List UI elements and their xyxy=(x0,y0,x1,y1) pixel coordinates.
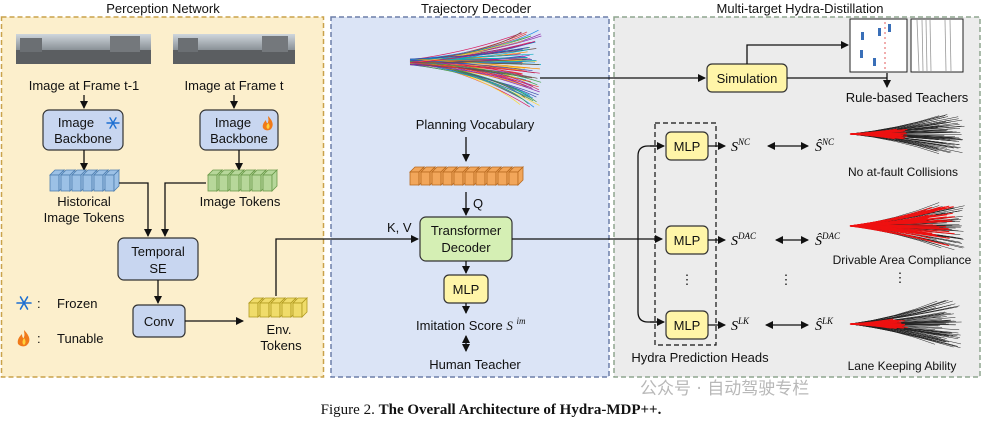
lk-teacher-trajectories xyxy=(849,300,962,349)
svg-text:Backbone: Backbone xyxy=(210,131,268,146)
svg-text:MLP: MLP xyxy=(674,318,701,333)
svg-text:Backbone: Backbone xyxy=(54,131,112,146)
vocabulary-trajectory xyxy=(409,61,542,83)
snowflake-icon xyxy=(106,117,120,129)
vocabulary-trajectory xyxy=(409,61,530,98)
frame-prev-label: Image at Frame t-1 xyxy=(29,78,140,93)
vocabulary-trajectory xyxy=(409,57,528,60)
vocabulary-trajectory xyxy=(409,63,533,89)
hydra-heads-label: Hydra Prediction Heads xyxy=(631,350,769,365)
high-score-trajectory xyxy=(849,323,903,329)
lk-teacher-label: Lane Keeping Ability xyxy=(848,359,957,373)
frame-curr-label: Image at Frame t xyxy=(185,78,284,93)
frozen-image-backbone: Image Backbone xyxy=(42,109,124,151)
svg-text:Conv: Conv xyxy=(144,314,175,329)
nc-teacher-label: No at-fault Collisions xyxy=(848,165,958,179)
svg-text:Temporal: Temporal xyxy=(131,244,185,259)
distill-title: Multi-target Hydra-Distillation xyxy=(717,1,884,16)
ellipsis-mlp: ⋮ xyxy=(681,272,694,287)
image-tokens-label: Image Tokens xyxy=(200,194,281,209)
dac-teacher-trajectories xyxy=(849,202,965,251)
historical-tokens-label-line2: Image Tokens xyxy=(44,210,125,225)
perception-title: Perception Network xyxy=(106,1,220,16)
svg-text:Simulation: Simulation xyxy=(717,71,778,86)
svg-text::: : xyxy=(37,296,41,311)
vocabulary-tokens xyxy=(409,166,524,186)
human-teacher-label: Human Teacher xyxy=(429,357,521,372)
vocabulary-trajectory xyxy=(409,62,531,82)
svg-text:Transformer: Transformer xyxy=(431,223,502,238)
high-score-trajectory xyxy=(849,225,933,242)
nc-teacher-trajectories xyxy=(849,114,965,154)
planning-vocabulary-fan xyxy=(409,29,542,108)
flame-icon xyxy=(262,116,273,131)
temporal-se-box: Temporal SE xyxy=(117,237,199,281)
simulation-lanes-thumbnail xyxy=(910,18,964,73)
frame-prev-image xyxy=(16,34,151,64)
svg-text:Decoder: Decoder xyxy=(441,240,491,255)
svg-text:MLP: MLP xyxy=(674,233,701,248)
simulation-scene-thumbnail xyxy=(849,18,908,73)
legend-frozen: : Frozen xyxy=(16,296,97,311)
svg-text:Image: Image xyxy=(215,115,251,130)
svg-text:Imitation Score: Imitation Score S im xyxy=(416,316,526,333)
svg-text:MLP: MLP xyxy=(674,139,701,154)
historical-tokens-label-line1: Historical xyxy=(57,194,111,209)
env-tokens-label-line1: Env. xyxy=(266,322,291,337)
conv-box: Conv xyxy=(132,304,186,338)
flame-icon xyxy=(17,330,30,347)
ellipsis-score: ⋮ xyxy=(780,272,793,287)
decoder-title: Trajectory Decoder xyxy=(421,1,532,16)
env-tokens xyxy=(248,297,308,318)
vocabulary-trajectory xyxy=(409,61,523,75)
svg-text:Frozen: Frozen xyxy=(57,296,97,311)
svg-text:Tunable: Tunable xyxy=(57,331,104,346)
high-score-trajectory xyxy=(849,129,895,135)
imitation-score-label: Imitation Score S im xyxy=(416,316,526,333)
vocabulary-trajectory xyxy=(409,48,523,60)
high-score-trajectory xyxy=(849,216,956,227)
kv-label: K, V xyxy=(387,220,412,235)
figure-caption: Figure 2. The Overall Architecture of Hy… xyxy=(320,402,662,418)
tunable-image-backbone: Image Backbone xyxy=(199,109,279,151)
snowflake-icon xyxy=(16,296,32,310)
vocabulary-trajectory xyxy=(409,60,524,77)
image-tokens xyxy=(207,169,278,192)
vocabulary-trajectory xyxy=(409,58,527,64)
frame-curr-image xyxy=(173,34,295,64)
svg-text::: : xyxy=(37,331,41,346)
historical-image-tokens xyxy=(49,169,120,192)
planning-vocab-label: Planning Vocabulary xyxy=(416,117,535,132)
dac-teacher-label: Drivable Area Compliance xyxy=(833,253,972,267)
rule-teachers-label: Rule-based Teachers xyxy=(846,90,969,105)
hydra-heads-group xyxy=(654,122,717,346)
vocabulary-trajectory xyxy=(409,32,522,61)
watermark: 公众号 · 自动驾驶专栏 xyxy=(640,379,810,399)
head-nc: MLP SNC ŜNC xyxy=(665,131,835,161)
svg-text:SE: SE xyxy=(149,261,167,276)
transformer-decoder-box: Transformer Decoder xyxy=(419,216,513,262)
imitation-mlp-box: MLP xyxy=(443,274,489,304)
svg-text:Image: Image xyxy=(58,115,94,130)
env-tokens-label-line2: Tokens xyxy=(260,338,302,353)
ellipsis-teacher: ⋮ xyxy=(894,270,907,285)
high-score-trajectory xyxy=(849,225,947,228)
vocabulary-trajectory xyxy=(409,58,531,69)
legend-tunable: : Tunable xyxy=(17,330,104,347)
q-label: Q xyxy=(473,196,483,211)
simulation-box: Simulation xyxy=(706,63,788,93)
svg-text:MLP: MLP xyxy=(453,282,480,297)
vocabulary-trajectory xyxy=(409,41,531,63)
